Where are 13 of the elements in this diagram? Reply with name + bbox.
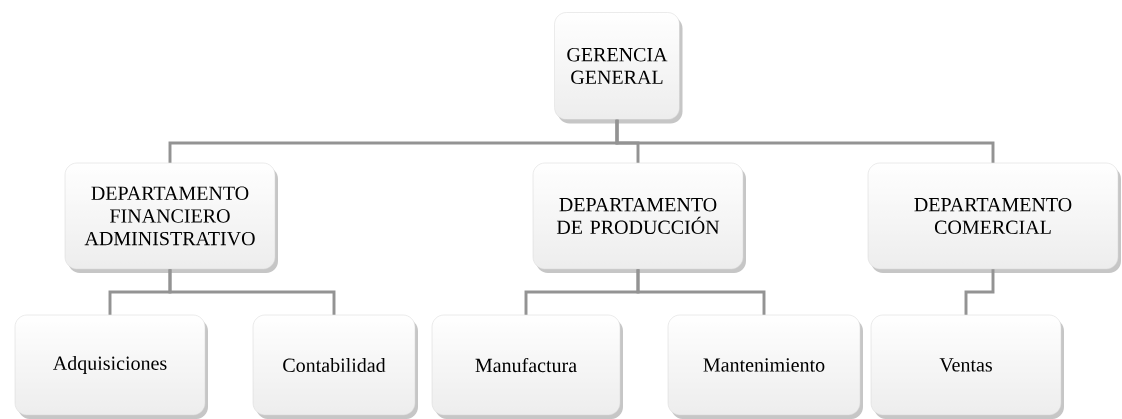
org-box: DEPARTAMENTO COMERCIAL bbox=[867, 162, 1121, 273]
org-box: Adquisiciones bbox=[14, 314, 208, 419]
org-box: Ventas bbox=[870, 314, 1064, 419]
connector-line bbox=[636, 269, 766, 315]
org-box: Contabilidad bbox=[252, 314, 418, 419]
connector-line bbox=[615, 119, 995, 163]
connector-line bbox=[168, 269, 336, 315]
org-box: DEPARTAMENTO DE PRODUCCIÓN bbox=[532, 162, 746, 273]
connector-line bbox=[964, 269, 995, 315]
org-box: DEPARTAMENTO FINANCIERO ADMINISTRATIVO bbox=[64, 162, 278, 273]
org-box: GERENCIA GENERAL bbox=[554, 12, 683, 124]
org-box: Mantenimiento bbox=[667, 314, 863, 419]
org-box: Manufactura bbox=[431, 314, 623, 419]
